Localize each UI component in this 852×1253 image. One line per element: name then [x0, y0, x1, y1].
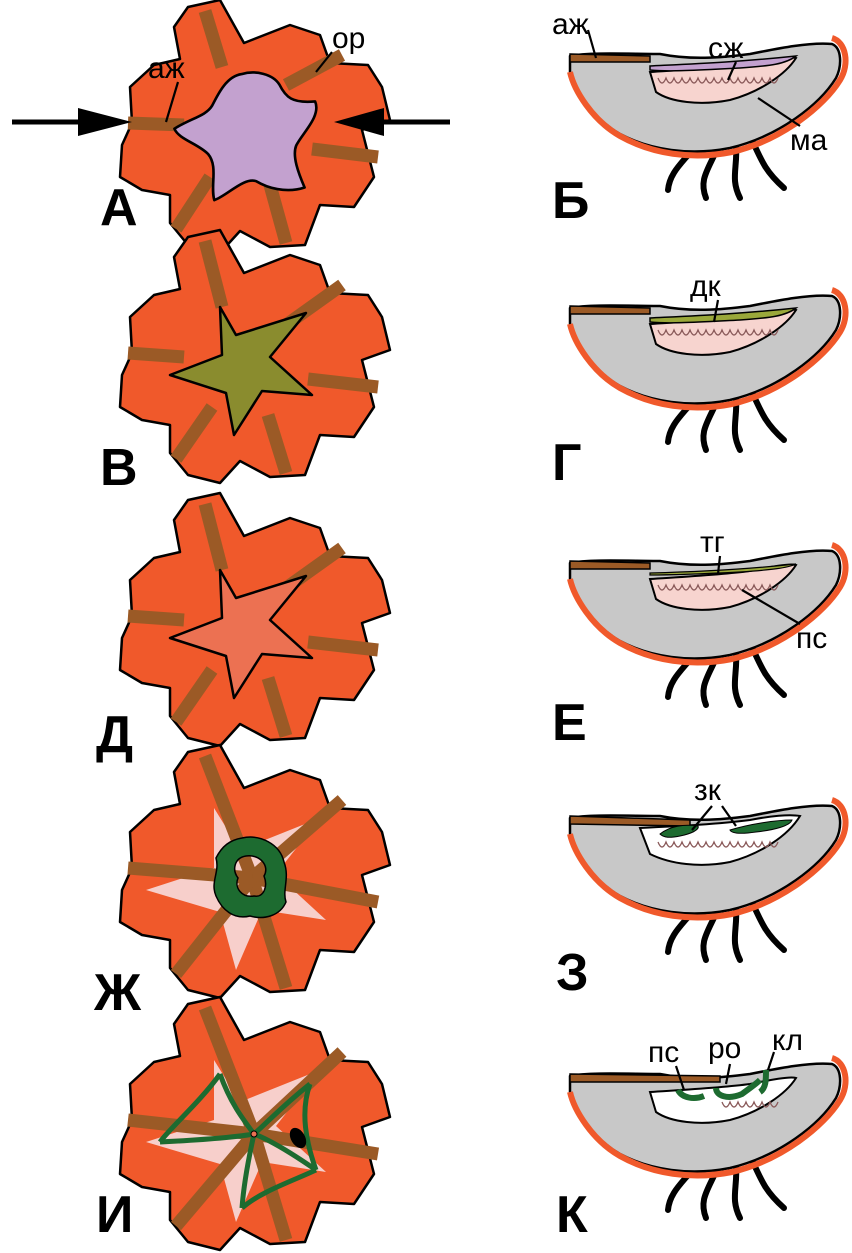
- label-azh-left: аж: [148, 52, 185, 85]
- label-tg: тг: [700, 526, 725, 559]
- panel-z-sideview: [570, 800, 846, 960]
- panel-k-sideview: [570, 1058, 846, 1218]
- panel-i-crosssection: [120, 997, 390, 1250]
- label-ma: ма: [790, 124, 828, 157]
- panel-letter-e: Е: [552, 694, 587, 752]
- panel-zh-crosssection: [120, 745, 390, 998]
- panel-letter-a: А: [100, 179, 138, 237]
- panel-letter-b: Б: [552, 172, 589, 230]
- panel-d-crosssection: [120, 493, 390, 746]
- label-dk: дк: [690, 270, 722, 303]
- radial-canal-top: [570, 1074, 720, 1082]
- label-ps-e: пс: [796, 622, 827, 655]
- panel-letter-z: З: [556, 944, 589, 1002]
- panel-letter-i: И: [96, 1186, 133, 1244]
- label-zk: зк: [694, 774, 722, 807]
- panel-v-crosssection: [120, 230, 390, 483]
- panel-letter-zh: Ж: [93, 964, 142, 1022]
- panel-letter-g: Г: [552, 434, 581, 492]
- radial-canal-top: [570, 561, 650, 569]
- label-ps-k: пс: [648, 1036, 679, 1069]
- center-pore: [251, 1131, 257, 1137]
- label-or: ор: [332, 22, 365, 55]
- label-ro: ро: [708, 1032, 741, 1065]
- label-kl: кл: [772, 1024, 803, 1057]
- radial-canal-top: [570, 54, 650, 62]
- panel-g-sideview: [570, 290, 846, 450]
- panel-letter-v: В: [100, 439, 138, 497]
- panel-letter-d: Д: [96, 706, 133, 764]
- panel-letter-k: К: [556, 1186, 588, 1244]
- arrow-left: [12, 108, 132, 136]
- label-azh-right: аж: [552, 8, 589, 41]
- radial-canal-top: [570, 306, 650, 314]
- label-szh: сж: [708, 32, 743, 65]
